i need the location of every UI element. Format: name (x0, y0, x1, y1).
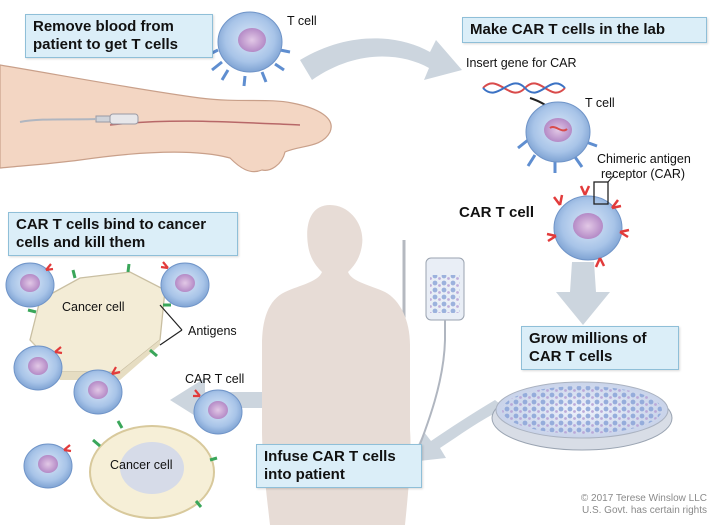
car-t-cell-small (13, 345, 63, 391)
car-t-cell-small (23, 443, 73, 489)
step5-label: CAR T cells bind to cancer cells and kil… (8, 212, 238, 256)
car-t-cell-small (73, 366, 123, 415)
arrow-to-infuse (410, 400, 505, 462)
dna-helix (482, 82, 566, 94)
antigen-pointer (159, 304, 183, 346)
car-t-cell-main (546, 174, 630, 268)
step4-label: Infuse CAR T cells into patient (256, 444, 422, 488)
step2-label: Make CAR T cells in the lab (462, 17, 707, 43)
arm-illustration (0, 64, 332, 173)
arrow-to-lab (300, 38, 462, 80)
t-cell-top (207, 11, 291, 87)
cancer-cell-bottom (89, 420, 218, 519)
step1-label: Remove blood from patient to get T cells (25, 14, 213, 58)
insert-gene-label: Insert gene for CAR (466, 56, 577, 70)
cancer-cell-bottom-label: Cancer cell (110, 458, 173, 472)
t-cell-top-label: T cell (287, 14, 317, 28)
car-t-cell-main-label: CAR T cell (459, 204, 535, 221)
cancer-cell-top-label: Cancer cell (62, 300, 125, 314)
car-t-cell-small (5, 262, 55, 308)
car-t-cell-small (160, 261, 210, 308)
car-label-line1: Chimeric antigen (597, 152, 691, 166)
car-t-cell-lower-label: CAR T cell (185, 372, 245, 386)
car-t-cell-small (193, 389, 243, 435)
t-cell-lab (517, 101, 598, 173)
copyright-notice: © 2017 Terese Winslow LLC U.S. Govt. has… (581, 493, 707, 517)
petri-dish (491, 381, 673, 451)
car-t-cells-cluster (5, 261, 243, 489)
copyright-line2: U.S. Govt. has certain rights (581, 505, 707, 516)
antigens-label: Antigens (188, 324, 237, 338)
car-label-line2: receptor (CAR) (601, 167, 686, 181)
step3-label: Grow millions of CAR T cells (521, 326, 679, 370)
copyright-line1: © 2017 Terese Winslow LLC (580, 493, 707, 504)
t-cell-lab-label: T cell (585, 96, 615, 110)
arrow-down-right (556, 262, 610, 325)
